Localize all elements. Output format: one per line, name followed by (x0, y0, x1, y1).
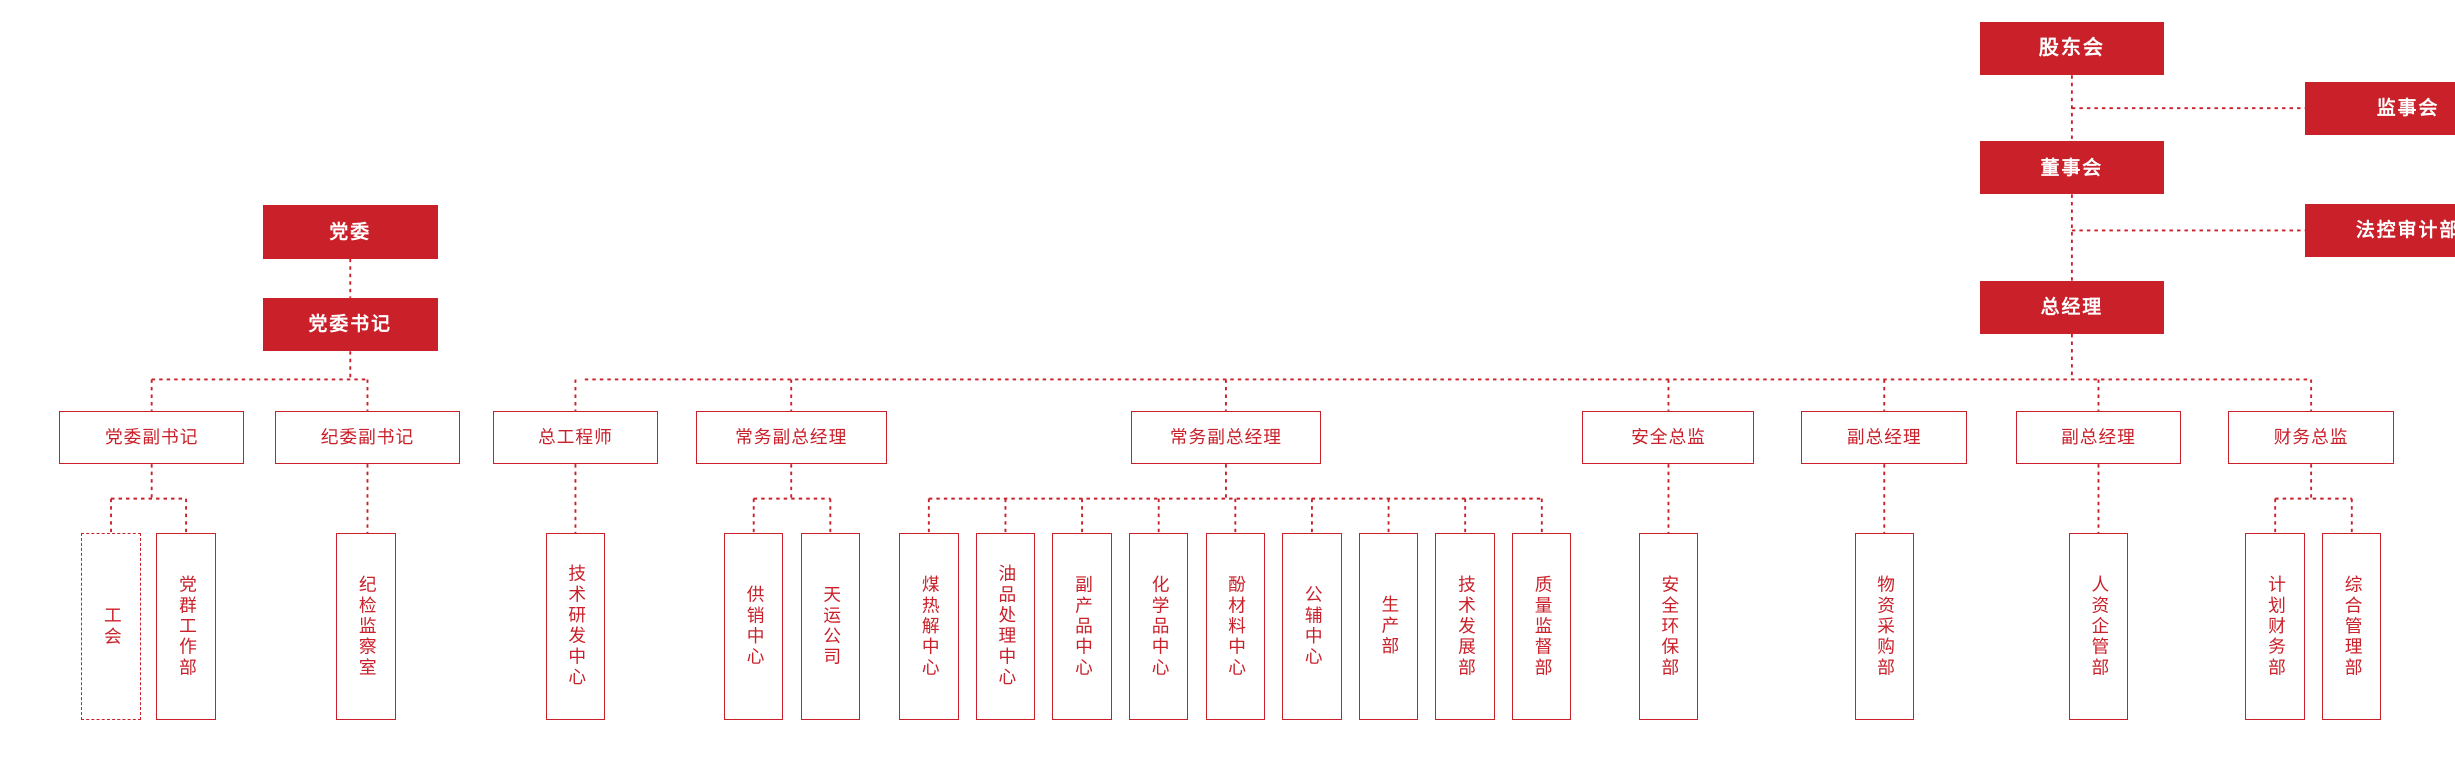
node-byproduct-center[interactable]: 副产品中心 (1052, 533, 1112, 720)
node-party-committee[interactable]: 党委 (262, 205, 438, 259)
node-label: 计划财务部 (2266, 574, 2287, 679)
node-label: 副产品中心 (1072, 574, 1093, 679)
node-quality-supervision-dept[interactable]: 质量监督部 (1512, 533, 1572, 720)
node-party-secretary[interactable]: 党委书记 (262, 297, 438, 352)
node-label: 安全总监 (1631, 427, 1706, 448)
node-coal-pyrolysis-center[interactable]: 煤热解中心 (899, 533, 959, 720)
node-supply-marketing-center[interactable]: 供销中心 (723, 533, 784, 720)
node-label: 副总经理 (1846, 427, 1922, 448)
node-label: 常务副总经理 (1169, 427, 1282, 448)
node-discipline-deputy-sec[interactable]: 纪委副书记 (275, 410, 460, 465)
node-planning-finance-dept[interactable]: 计划财务部 (2245, 533, 2305, 720)
node-label: 油品处理中心 (996, 564, 1017, 689)
node-label: 安全环保部 (1659, 574, 1680, 679)
node-label: 酚材料中心 (1226, 574, 1247, 679)
node-label: 董事会 (2040, 156, 2104, 178)
node-chemical-center[interactable]: 化学品中心 (1128, 533, 1189, 720)
node-label: 天运公司 (821, 584, 842, 668)
node-supervisory-board[interactable]: 监事会 (2304, 81, 2455, 135)
node-label: 党委书记 (308, 313, 392, 335)
node-chief-engineer[interactable]: 总工程师 (492, 410, 659, 465)
node-exec-deputy-gm-1[interactable]: 常务副总经理 (695, 410, 887, 465)
node-materials-procurement[interactable]: 物资采购部 (1854, 533, 1914, 720)
node-hr-enterprise-mgmt[interactable]: 人资企管部 (2068, 533, 2129, 720)
node-label: 物资采购部 (1875, 574, 1896, 679)
node-production-dept[interactable]: 生产部 (1358, 533, 1419, 720)
node-label: 股东会 (2038, 36, 2105, 59)
node-label: 技术研发中心 (566, 564, 587, 689)
node-shareholders-meeting[interactable]: 股东会 (1979, 21, 2165, 76)
node-label: 总经理 (2040, 296, 2104, 318)
node-deputy-gm-2[interactable]: 副总经理 (2015, 410, 2182, 465)
node-label: 总工程师 (538, 427, 613, 448)
node-label: 煤热解中心 (919, 574, 940, 679)
node-label: 技术发展部 (1456, 574, 1477, 679)
node-label: 财务总监 (2273, 427, 2349, 448)
node-label: 党委 (329, 220, 372, 242)
node-phenolic-material-center[interactable]: 酚材料中心 (1205, 533, 1265, 720)
node-label: 公辅中心 (1302, 584, 1323, 668)
node-legal-audit-dept[interactable]: 法控审计部 (2304, 203, 2455, 258)
node-general-admin-dept[interactable]: 综合管理部 (2322, 533, 2382, 720)
node-tianyun-company[interactable]: 天运公司 (800, 533, 861, 720)
node-label: 党群工作部 (176, 574, 197, 679)
node-safety-env-dept[interactable]: 安全环保部 (1638, 533, 1699, 720)
node-deputy-gm-1[interactable]: 副总经理 (1801, 410, 1968, 465)
node-labor-union[interactable]: 工会 (81, 533, 141, 720)
node-party-mass-work-dept[interactable]: 党群工作部 (156, 533, 216, 720)
node-tech-development-dept[interactable]: 技术发展部 (1435, 533, 1495, 720)
node-label: 工会 (101, 605, 122, 648)
node-safety-director[interactable]: 安全总监 (1582, 410, 1755, 465)
node-label: 纪委副书记 (320, 427, 415, 448)
node-general-manager[interactable]: 总经理 (1979, 280, 2165, 334)
node-utility-center[interactable]: 公辅中心 (1282, 533, 1342, 720)
node-party-deputy-secretary[interactable]: 党委副书记 (59, 410, 244, 465)
node-discipline-inspection[interactable]: 纪检监察室 (336, 533, 396, 720)
node-label: 法控审计部 (2355, 219, 2455, 241)
node-label: 监事会 (2376, 97, 2440, 119)
node-label: 综合管理部 (2342, 574, 2363, 679)
node-label: 生产部 (1379, 595, 1400, 658)
node-label: 质量监督部 (1532, 574, 1553, 679)
node-label: 副总经理 (2061, 427, 2136, 448)
node-label: 常务副总经理 (735, 427, 848, 448)
node-label: 党委副书记 (104, 427, 199, 448)
node-finance-director[interactable]: 财务总监 (2228, 410, 2394, 465)
node-label: 化学品中心 (1149, 574, 1170, 679)
node-label: 人资企管部 (2089, 574, 2110, 679)
node-exec-deputy-gm-2[interactable]: 常务副总经理 (1130, 410, 1322, 465)
node-board-of-directors[interactable]: 董事会 (1979, 141, 2165, 195)
node-label: 纪检监察室 (356, 574, 377, 679)
node-label: 供销中心 (744, 584, 765, 668)
node-oil-processing-center[interactable]: 油品处理中心 (975, 533, 1036, 720)
node-tech-rd-center[interactable]: 技术研发中心 (545, 533, 606, 720)
